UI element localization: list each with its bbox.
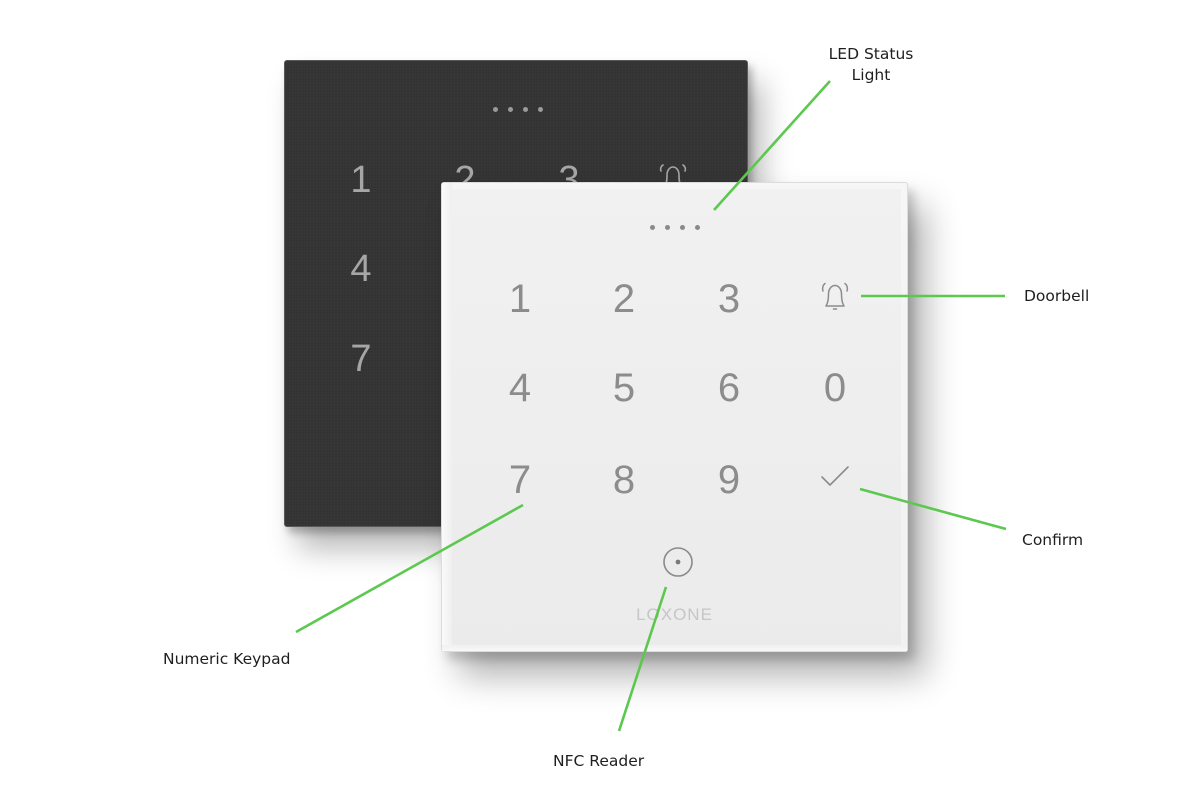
key-4[interactable]: 4 [508, 366, 532, 410]
label-doorbell: Doorbell [1024, 287, 1090, 305]
led-dot [538, 107, 543, 112]
led-dot [508, 107, 513, 112]
led-dot [680, 225, 685, 230]
glass-edge [442, 645, 907, 651]
glass-edge [442, 183, 452, 651]
bell-icon [655, 161, 691, 199]
label-nfc-reader: NFC Reader [553, 752, 645, 770]
led-dot [523, 107, 528, 112]
white-keypad-device: 1 2 3 4 5 6 0 7 8 9 [441, 182, 908, 652]
key-5[interactable]: 5 [612, 366, 636, 410]
key-2[interactable]: 2 [612, 277, 636, 321]
label-led-line2: Light [851, 66, 891, 84]
dark-key-4: 4 [350, 248, 372, 290]
led-dot [493, 107, 498, 112]
key-7[interactable]: 7 [508, 458, 532, 502]
label-led-line1: LED Status [828, 45, 914, 63]
key-3[interactable]: 3 [717, 277, 741, 321]
key-0[interactable]: 0 [823, 366, 847, 410]
led-dot [650, 225, 655, 230]
key-1[interactable]: 1 [508, 277, 532, 321]
label-numeric-keypad: Numeric Keypad [163, 650, 291, 668]
led-dot [695, 225, 700, 230]
label-led-status-light: LED Status Light [829, 44, 914, 86]
confirm-button[interactable] [818, 463, 852, 493]
nfc-reader-button[interactable] [661, 545, 695, 583]
label-confirm: Confirm [1022, 531, 1084, 549]
led-dot [665, 225, 670, 230]
doorbell-button[interactable] [816, 279, 854, 319]
key-6[interactable]: 6 [717, 366, 741, 410]
dark-key-1: 1 [350, 159, 372, 201]
nfc-target-icon [663, 547, 693, 577]
led-status-lights [650, 225, 700, 230]
dark-led-status-lights [493, 107, 543, 112]
checkmark-icon [821, 466, 849, 486]
key-8[interactable]: 8 [612, 458, 636, 502]
dark-key-7: 7 [350, 338, 372, 380]
key-9[interactable]: 9 [717, 458, 741, 502]
brand-logo: LOXONE [636, 605, 713, 624]
bell-icon [821, 282, 849, 310]
